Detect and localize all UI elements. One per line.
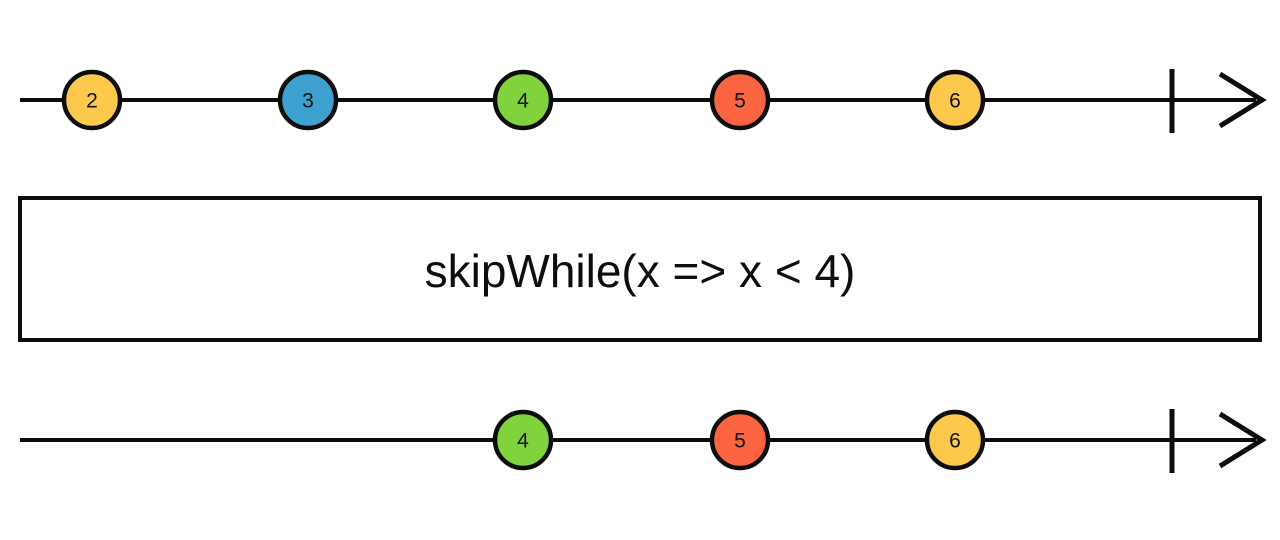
result-timeline: 4 5 6 [20, 409, 1267, 473]
marble-3[interactable] [277, 69, 339, 131]
source-timeline-arrowhead [1218, 71, 1267, 129]
marble-label-6: 6 [949, 430, 961, 453]
marble-4[interactable] [492, 409, 554, 471]
operator-box-border [18, 196, 1262, 342]
marble-label-5: 5 [734, 430, 746, 453]
marble-label-4: 4 [517, 430, 529, 453]
marble-label-2: 2 [86, 90, 98, 113]
marble-6[interactable] [924, 409, 986, 471]
marble-5[interactable] [709, 409, 771, 471]
marble-label-6: 6 [949, 90, 961, 113]
result-marble-group: 4 5 6 [492, 409, 986, 471]
source-marble-group: 2 3 4 5 6 [61, 69, 986, 131]
operator-label: skipWhile(x => x < 4) [425, 245, 856, 297]
marble-4[interactable] [492, 69, 554, 131]
marble-label-4: 4 [517, 90, 529, 113]
source-timeline: 2 3 4 5 6 [20, 69, 1267, 133]
marble-5[interactable] [709, 69, 771, 131]
marble-label-5: 5 [734, 90, 746, 113]
marble-2[interactable] [61, 69, 123, 131]
result-timeline-arrowhead [1218, 411, 1267, 469]
operator-box[interactable]: skipWhile(x => x < 4) [18, 196, 1262, 342]
marble-label-3: 3 [302, 90, 314, 113]
marble-6[interactable] [924, 69, 986, 131]
